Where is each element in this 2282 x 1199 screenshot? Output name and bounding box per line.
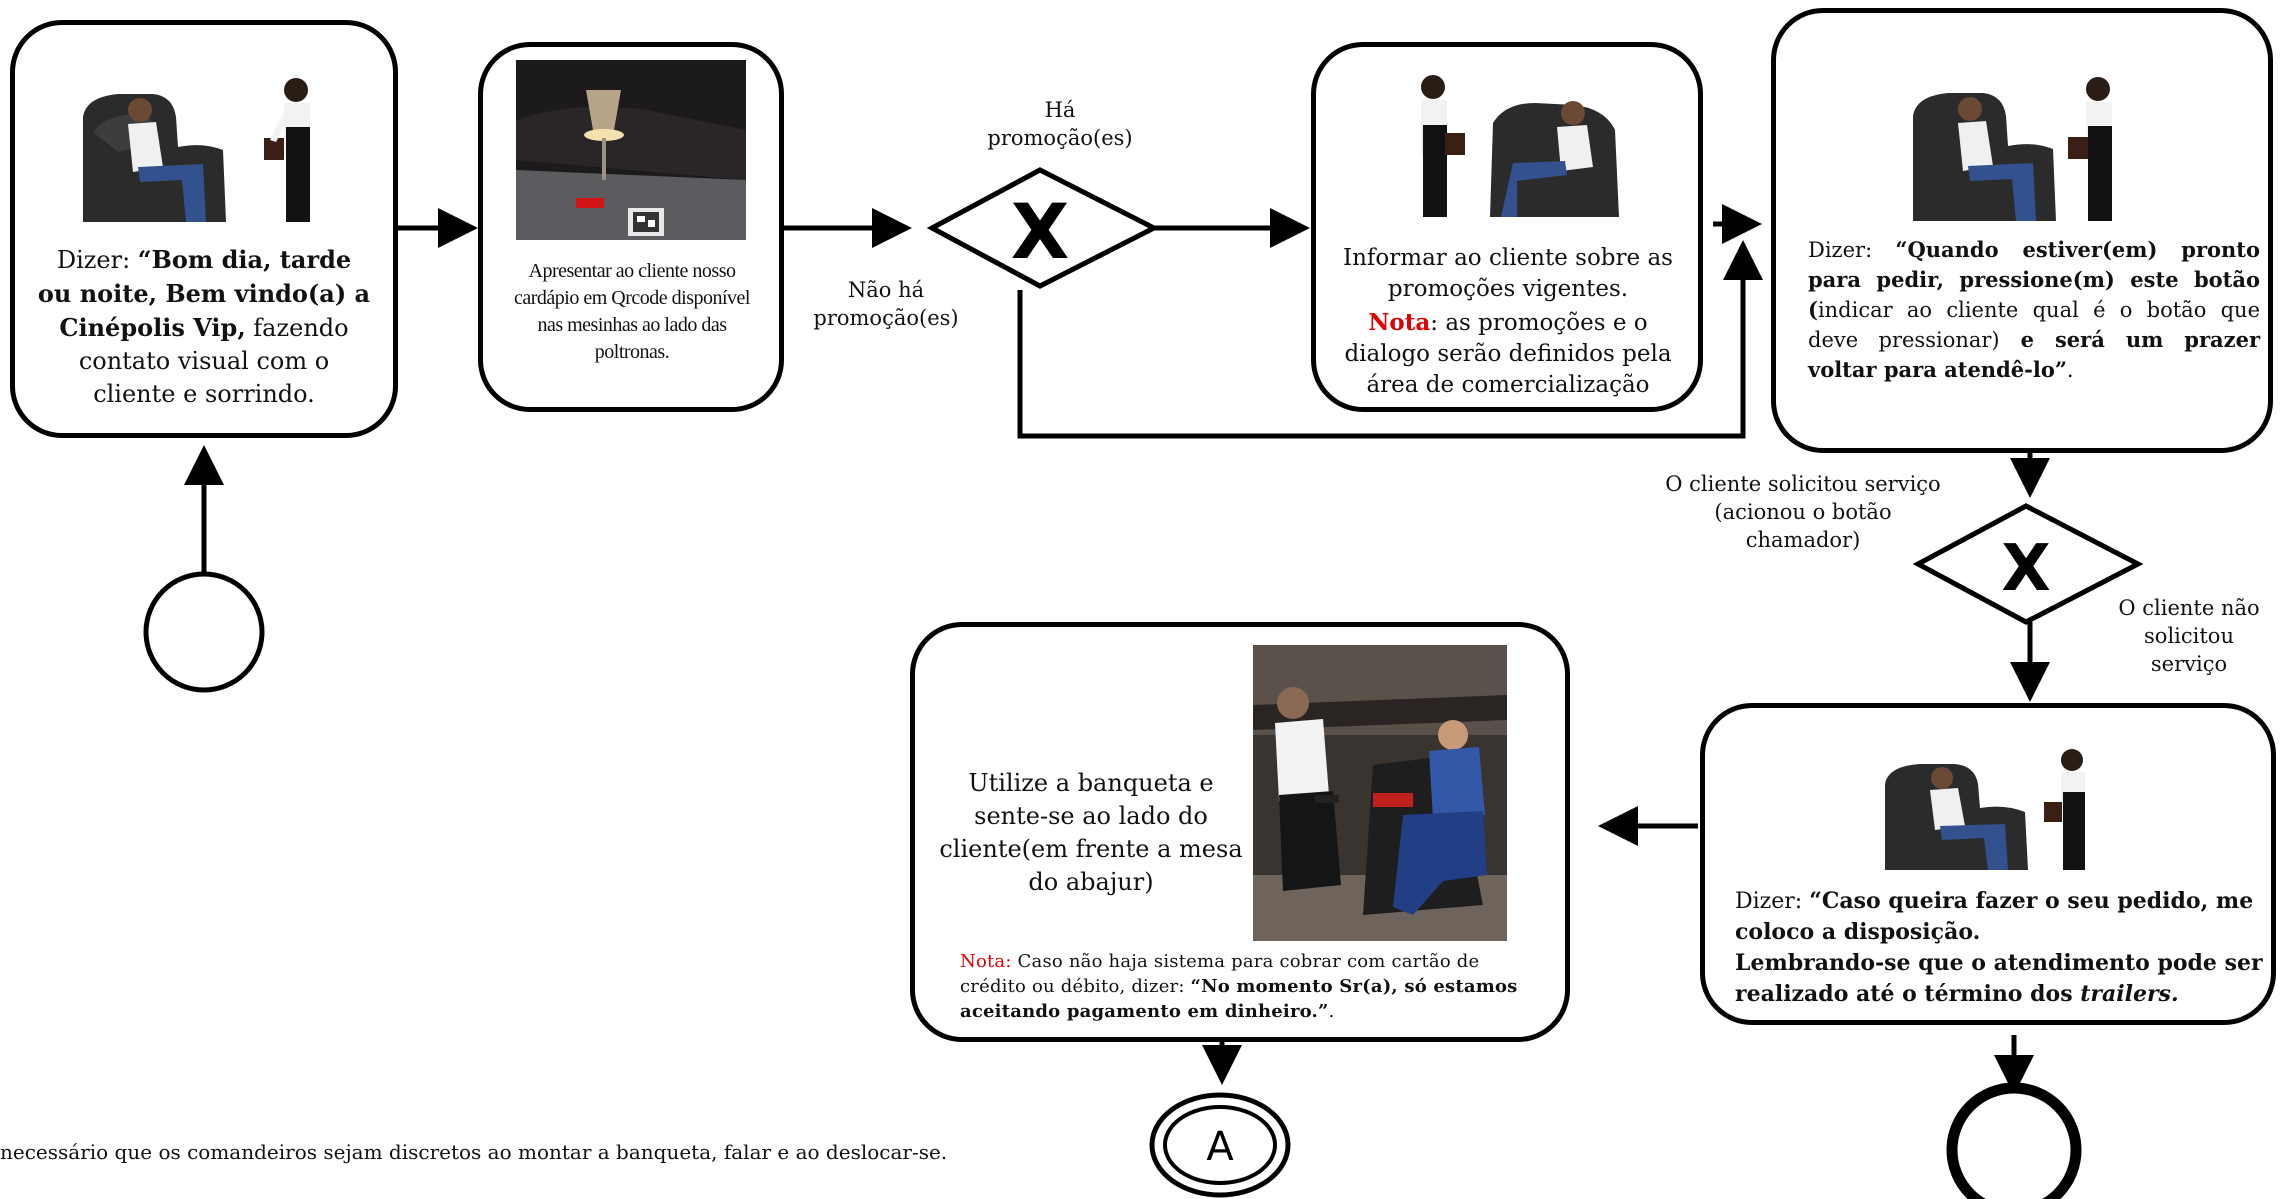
task-inform-promotions: Informar ao cliente sobre as promoções v…: [1311, 42, 1703, 412]
task-explain-call-button: Dizer: “Quando estiver(em) pronto para p…: [1771, 8, 2273, 453]
footnote: necessário que os comandeiros sejam disc…: [0, 1140, 948, 1164]
photo-waiter-greeting-2: [1908, 71, 2134, 221]
note-label-2: Nota:: [960, 951, 1012, 972]
photo-waiter-greeting-3: [1880, 746, 2106, 870]
note-label: Nota: [1368, 309, 1431, 336]
task-inform-promotions-text: Informar ao cliente sobre as promoções v…: [1343, 245, 1673, 302]
photo-waiter-customer: [1405, 65, 1629, 217]
gateway2-label-no: O cliente não solicitou serviço: [2118, 596, 2260, 676]
end-event: [1946, 1082, 2082, 1199]
task-present-menu-text: Apresentar ao cliente nosso cardápio em …: [514, 260, 750, 363]
gateway1-symbol: X: [1011, 187, 1070, 276]
task-greet-customer: Dizer: “Bom dia, tarde ou noite, Bem vin…: [10, 20, 398, 438]
off-page-connector-a: [1149, 1092, 1291, 1198]
task-sit-beside-customer: Utilize a banqueta e sente-se ao lado do…: [910, 622, 1570, 1042]
task-explain-call-button-text: Dizer: “Quando estiver(em) pronto para p…: [1808, 237, 2261, 382]
task-present-menu: Apresentar ao cliente nosso cardápio em …: [478, 42, 784, 412]
task-greet-text: Dizer: “Bom dia, tarde ou noite, Bem vin…: [37, 245, 371, 408]
photo-service-with-stool: [1253, 645, 1507, 941]
photo-qrcode-table: [516, 60, 746, 240]
exclusive-gateway-promotions: [926, 167, 1160, 289]
gateway2-label-yes: O cliente solicitou serviço (acionou o b…: [1665, 472, 1941, 552]
gateway1-label-yes: Há promoção(es): [987, 98, 1133, 150]
gateway1-label-no: Não há promoção(es): [813, 278, 959, 330]
start-event: [143, 571, 265, 693]
exclusive-gateway-service-request: [1912, 503, 2144, 625]
gateway2-symbol: X: [2001, 532, 2050, 606]
photo-waiter-greeting: [78, 72, 340, 222]
task-inform-promotions-note: Nota: as promoções e o dialogo serão def…: [1344, 309, 1672, 398]
connector-a-label: A: [1206, 1124, 1234, 1170]
task-offer-availability: Dizer: “Caso queira fazer o seu pedido, …: [1700, 703, 2276, 1025]
task-offer-availability-text: Dizer: “Caso queira fazer o seu pedido, …: [1735, 888, 2263, 1007]
task-sit-beside-note: Nota: Caso não haja sistema para cobrar …: [960, 951, 1518, 1022]
task-sit-beside-text: Utilize a banqueta e sente-se ao lado do…: [939, 769, 1243, 896]
